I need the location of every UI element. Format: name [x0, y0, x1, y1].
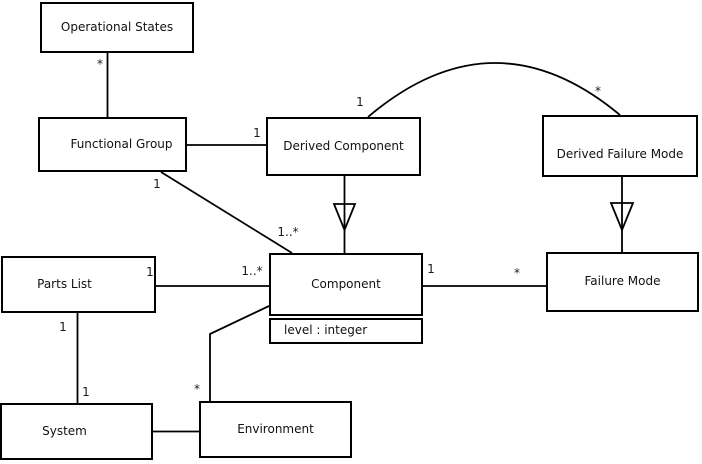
multiplicity-label-failure-mode-star: *	[514, 266, 520, 280]
multiplicity-label-parts-list-component-many: 1..*	[241, 264, 263, 278]
class-name-system: System	[42, 423, 87, 438]
multiplicity-label-environment-star: *	[194, 382, 200, 396]
multiplicity-label-component-one: 1	[427, 262, 435, 276]
association-functional-group-component	[160, 171, 293, 254]
multiplicity-label-derived-component-one: 1	[253, 126, 261, 140]
class-box-failure-mode: Failure Mode	[546, 252, 699, 312]
class-name-environment: Environment	[237, 421, 314, 436]
class-name-component: Component	[311, 276, 381, 291]
class-attribute-box-component: level : integer	[269, 318, 423, 344]
class-box-system: System	[0, 403, 153, 460]
multiplicity-label-parts-list-system-one-bottom: 1	[82, 385, 90, 399]
class-box-environment: Environment	[199, 401, 352, 458]
association-component-environment	[209, 305, 270, 401]
class-name-derived-failure-mode: Derived Failure Mode	[556, 147, 684, 162]
multiplicity-label-opstates-star: *	[97, 57, 103, 71]
class-box-operational-states: Operational States	[40, 2, 194, 53]
class-name-functional-group: Functional Group	[70, 136, 173, 151]
multiplicity-label-parts-list-one: 1	[146, 265, 154, 279]
multiplicity-label-parts-list-system-one-top: 1	[59, 320, 67, 334]
multiplicity-label-arc-star: *	[595, 84, 601, 98]
class-box-derived-failure-mode: Derived Failure Mode	[542, 115, 698, 177]
class-name-parts-list: Parts List	[37, 276, 92, 291]
multiplicity-label-component-many: 1..*	[277, 225, 299, 239]
class-box-component: Component	[269, 253, 423, 316]
class-box-derived-component: Derived Component	[266, 117, 421, 176]
class-name-operational-states: Operational States	[60, 19, 174, 34]
class-name-failure-mode: Failure Mode	[584, 274, 661, 289]
multiplicity-label-arc-one: 1	[356, 95, 364, 109]
class-name-derived-component: Derived Component	[283, 138, 404, 153]
association-arc-derived-component-derived-failure-mode	[367, 62, 621, 118]
class-attribute-component-level: level : integer	[284, 323, 368, 338]
multiplicity-label-functional-group-one: 1	[153, 177, 161, 191]
class-box-functional-group: Functional Group	[38, 117, 187, 172]
class-box-parts-list: Parts List	[1, 256, 156, 313]
